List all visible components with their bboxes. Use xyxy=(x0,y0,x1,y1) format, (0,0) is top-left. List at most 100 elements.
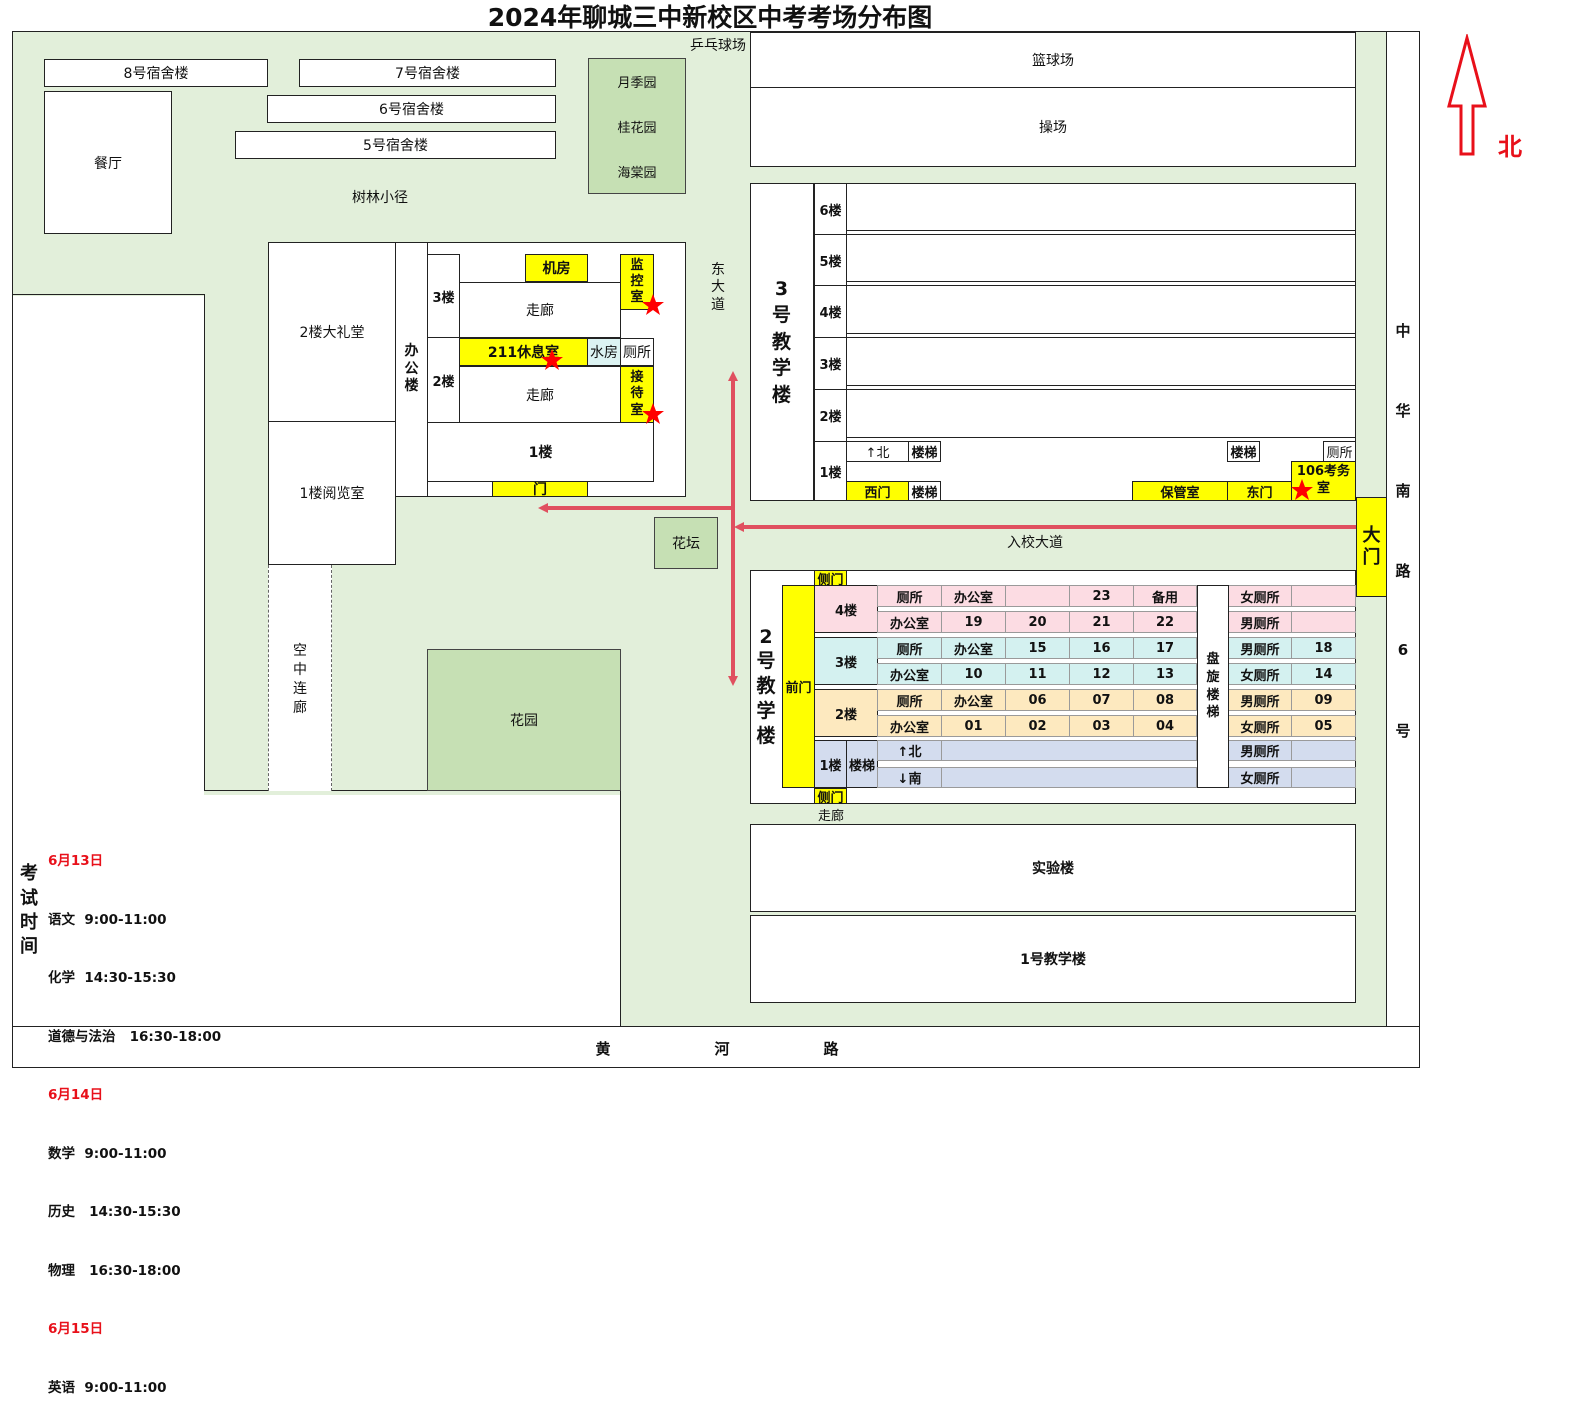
b3-east-gate: 东门 xyxy=(1227,481,1292,501)
exam-office-line-2: 室 xyxy=(1316,481,1330,496)
b3-floor-6-band xyxy=(846,183,1356,231)
b2-f1-south: ↓南 xyxy=(877,767,942,788)
schedule-item: 语文 9:00-11:00 xyxy=(48,911,167,928)
b2-room xyxy=(1291,611,1356,633)
north-arrow-icon xyxy=(1447,34,1487,156)
forest-path-label: 树林小径 xyxy=(352,190,408,206)
b2-side-gate-north: 侧门 xyxy=(814,570,847,588)
schedule-item: 物理 16:30-18:00 xyxy=(48,1262,181,1279)
b3-floor-4: 4楼 xyxy=(814,285,847,338)
road-right-char-4: 路 xyxy=(1395,561,1411,580)
haitang-garden-label: 海棠园 xyxy=(617,165,657,181)
b2-floor-2: 2楼 xyxy=(814,689,878,737)
sports-field: 操场 xyxy=(750,87,1356,167)
garden: 花园 xyxy=(427,649,621,791)
exam-office-star-icon xyxy=(1291,479,1313,500)
west-boundary-side xyxy=(204,294,205,791)
small-gardens xyxy=(588,58,686,194)
main-gate-char-2: 门 xyxy=(1362,547,1381,568)
b2-room: 05 xyxy=(1291,715,1356,737)
office-floor-3: 3楼 xyxy=(427,254,460,338)
b2-char-5: 楼 xyxy=(756,724,776,747)
monitor-char-1: 监 xyxy=(630,257,644,273)
b2-room: 14 xyxy=(1291,663,1356,685)
reading-room: 1楼阅览室 xyxy=(268,421,396,565)
b2-char-3: 教 xyxy=(756,675,776,698)
schedule-heading-char-2: 试 xyxy=(20,887,38,909)
east-avenue-char-1: 东 xyxy=(711,261,725,278)
b2-room: 17 xyxy=(1133,637,1197,659)
schedule-date: 6月13日 xyxy=(48,853,104,869)
b2-room: 厕所 xyxy=(877,689,942,711)
b2-f1-corridor-north xyxy=(941,740,1197,761)
dorm-5: 5号宿舍楼 xyxy=(235,131,556,159)
exam-office-line-1: 106考务 xyxy=(1296,464,1351,480)
north-label: 北 xyxy=(1498,132,1522,161)
b2-room: 办公室 xyxy=(941,585,1006,607)
b2-room: 04 xyxy=(1133,715,1197,737)
b2-room: 07 xyxy=(1069,689,1134,711)
road-char-3: 路 xyxy=(823,1039,839,1058)
main-gate-char-1: 大 xyxy=(1362,524,1381,546)
reception-char-2: 待 xyxy=(630,386,644,402)
road-right-char-6: 号 xyxy=(1395,721,1411,740)
b2-room: 02 xyxy=(1005,715,1070,737)
b2-room: 办公室 xyxy=(941,689,1006,711)
b2-room: 01 xyxy=(941,715,1006,737)
road-right-char-5: 6 xyxy=(1397,641,1409,659)
entrance-avenue-label: 入校大道 xyxy=(1007,535,1063,551)
reception-char-3: 室 xyxy=(630,402,644,418)
monitor-char-2: 控 xyxy=(630,273,644,289)
schedule-heading: 考 试 时 间 xyxy=(14,856,44,966)
b2-room: 09 xyxy=(1291,689,1356,711)
basketball-court: 篮球场 xyxy=(750,32,1356,88)
office-toilet: 厕所 xyxy=(620,338,654,366)
b2-room: 女厕所 xyxy=(1228,663,1292,685)
b3-char-4: 学 xyxy=(771,357,791,380)
dorm-7: 7号宿舍楼 xyxy=(299,59,556,87)
schedule-heading-char-1: 考 xyxy=(20,863,38,885)
schedule-item: 英语 9:00-11:00 xyxy=(48,1379,167,1396)
east-avenue-label: 东 大 道 xyxy=(704,256,732,320)
b2-room: 厕所 xyxy=(877,585,942,607)
b2-room: 办公室 xyxy=(941,637,1006,659)
b2-char-4: 学 xyxy=(756,699,776,722)
main-gate: 大 门 xyxy=(1356,497,1387,597)
office-f3-corridor: 走廊 xyxy=(459,282,621,338)
yueji-garden-label: 月季园 xyxy=(617,75,657,91)
schedule-date: 6月15日 xyxy=(48,1321,104,1337)
zhonghua-road xyxy=(1386,31,1420,1027)
sky-corridor-label: 空 中 连 廊 xyxy=(284,638,316,722)
b3-char-2: 号 xyxy=(771,304,791,327)
b2-room: 21 xyxy=(1069,611,1134,633)
b3-floor-1: 1楼 xyxy=(814,441,847,501)
south-west-boundary xyxy=(204,790,621,791)
b3-floor-3: 3楼 xyxy=(814,337,847,390)
lab-building: 实验楼 xyxy=(750,824,1356,912)
b3-floor-4-band xyxy=(846,285,1356,334)
b2-f1-men-toilet: 男厕所 xyxy=(1228,740,1292,761)
road-char-2: 河 xyxy=(714,1039,730,1058)
schedule-item: 数学 9:00-11:00 xyxy=(48,1145,167,1162)
office-building-label: 办 公 楼 xyxy=(395,242,428,497)
b3-floor-2-band xyxy=(846,389,1356,438)
rest-room-star-icon xyxy=(541,349,563,370)
pingpong-court: 乒乓球场 xyxy=(690,38,746,54)
b3-floor-3-band xyxy=(846,337,1356,386)
dorm-6: 6号宿舍楼 xyxy=(267,95,556,123)
b2-floor-4: 4楼 xyxy=(814,585,878,633)
b2-room: 23 xyxy=(1069,585,1134,607)
reception-char-1: 接 xyxy=(630,370,644,386)
b3-toilet: 厕所 xyxy=(1323,441,1356,462)
road-right-char-1: 中 xyxy=(1395,321,1411,340)
dorm-8: 8号宿舍楼 xyxy=(44,59,268,87)
spiral-stairs: 盘 旋 楼 梯 xyxy=(1197,585,1229,788)
b2-room: 13 xyxy=(1133,663,1197,685)
b3-stairs-south: 楼梯 xyxy=(908,481,941,501)
reception-star-icon xyxy=(642,403,664,424)
b2-f1-north: ↑北 xyxy=(877,740,942,761)
sky-char-2: 中 xyxy=(293,662,307,679)
east-avenue-char-2: 大 xyxy=(711,279,725,296)
b2-room: 办公室 xyxy=(877,663,942,685)
b2-room: 16 xyxy=(1069,637,1134,659)
